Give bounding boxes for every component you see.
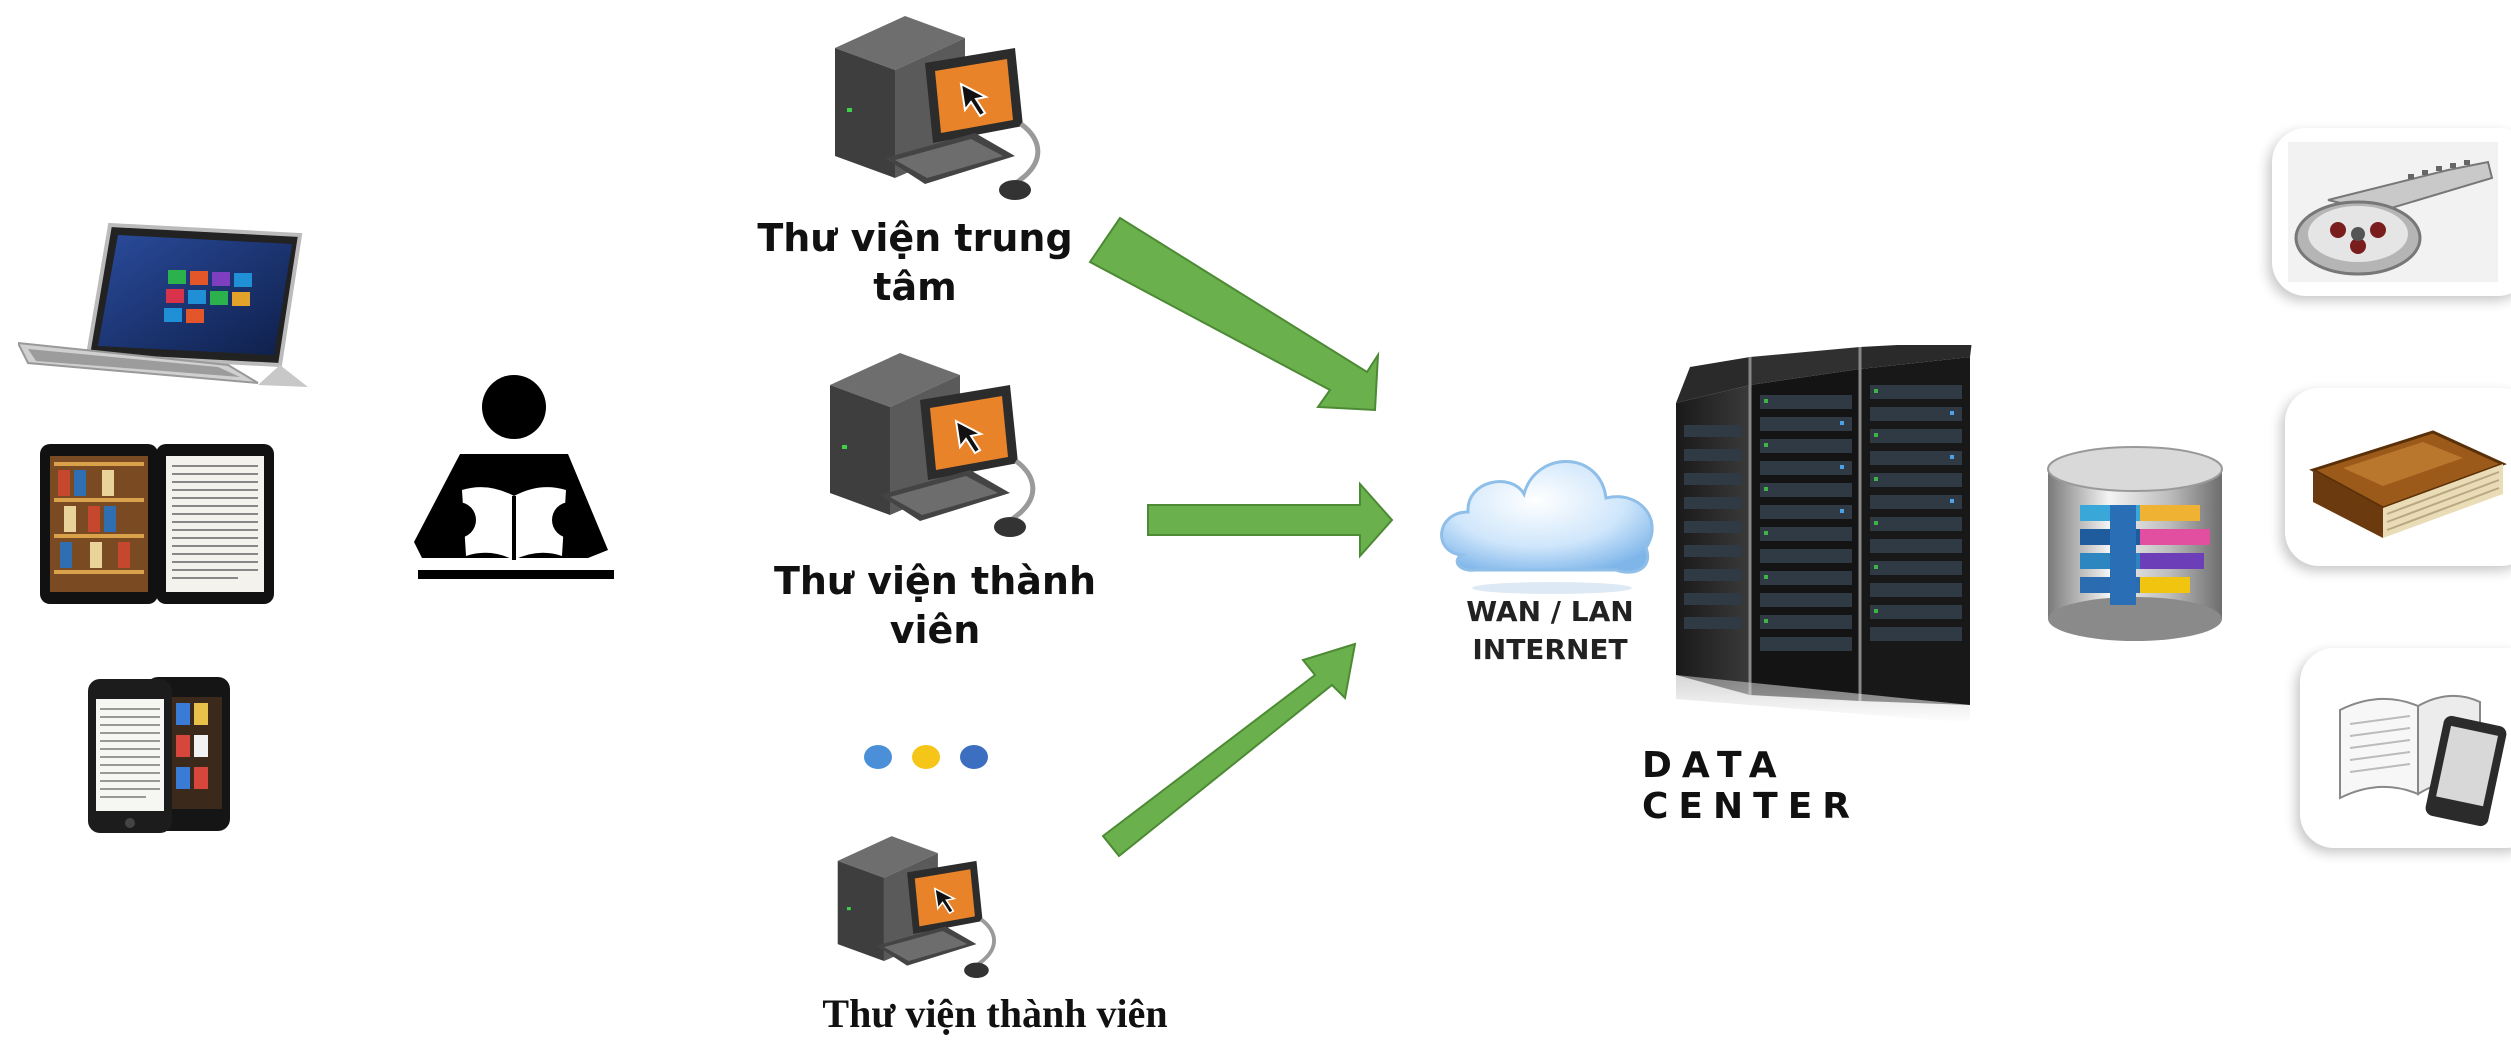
tablet-reader-icon (40, 444, 274, 604)
cloud-icon (1440, 460, 1654, 594)
member-library-label-line1: Thư viện thành (773, 559, 1097, 603)
data-center-label: DATA CENTER (1642, 745, 1861, 827)
computer-icon (830, 353, 1036, 537)
laptop-tablet-icon (18, 222, 308, 387)
database-icon (2047, 446, 2223, 641)
ellipsis-dots (864, 745, 988, 769)
arrow-bottom-to-cloud (1101, 642, 1357, 858)
ebook-icon (2339, 694, 2507, 827)
central-library-label-line1: Thư viện trung (757, 216, 1073, 260)
reader-icon (414, 375, 614, 579)
book-card (2285, 388, 2511, 566)
central-library-label-line2: tâm (873, 265, 957, 310)
arrow-central-to-cloud (1088, 216, 1380, 412)
member-library-label-line2: viên (889, 608, 981, 653)
arrows-layer (1088, 216, 1394, 858)
computer-icon (835, 16, 1041, 200)
central-library-label: Thư viện trung tâm (745, 214, 1085, 313)
smartphone-reader-icon (88, 677, 230, 833)
arrow-member-to-cloud (1147, 481, 1394, 559)
old-book-icon (2309, 430, 2507, 538)
member-library-bottom-label: Thư viện thành viên (822, 991, 1168, 1036)
network-label: WAN / LAN INTERNET (1440, 593, 1660, 669)
film-reel-icon (2288, 142, 2498, 282)
computer-icon (837, 836, 996, 978)
network-label-line1: WAN / LAN (1466, 595, 1634, 628)
ebook-card (2300, 648, 2511, 848)
member-library-label: Thư viện thành viên (765, 557, 1105, 656)
network-label-line2: INTERNET (1472, 632, 1628, 666)
server-rack-icon (1676, 345, 1972, 723)
film-card (2272, 128, 2511, 296)
